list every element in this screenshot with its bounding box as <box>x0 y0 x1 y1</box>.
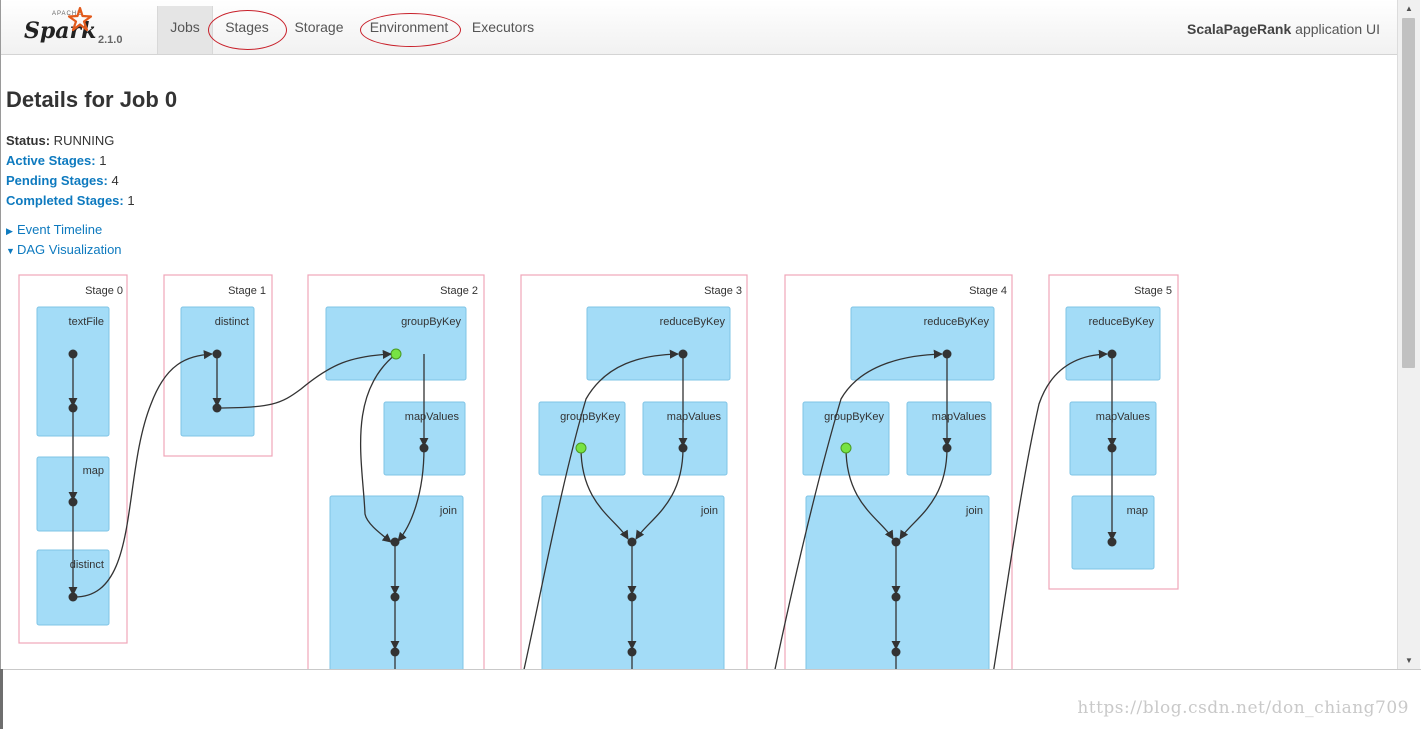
stage-5-op-reducebykey: reduceByKey <box>1089 316 1155 328</box>
summary-status: Status: RUNNING <box>6 133 115 148</box>
tab-environment[interactable]: Environment <box>369 19 449 35</box>
stage-0-op-distinct: distinct <box>70 559 104 571</box>
window-edge <box>0 669 3 729</box>
stage-3-cluster-groupbykey <box>538 401 626 476</box>
scrollbar-thumb[interactable] <box>1402 18 1415 368</box>
stage-5[interactable]: Stage 5 reduceByKey mapValues map <box>1048 274 1179 590</box>
stage-2-op-join: join <box>439 505 457 517</box>
stage-4-cluster-reducebykey <box>850 306 995 381</box>
stage-5-op-mapvalues: mapValues <box>1096 411 1151 423</box>
stage-3-op-join: join <box>700 505 718 517</box>
navbar: APACHE Spark 2.1.0 Jobs Stages Storage E… <box>1 0 1398 55</box>
stage-2-cluster-groupbykey <box>325 306 467 381</box>
spark-logo[interactable]: APACHE Spark 2.1.0 <box>21 6 131 50</box>
stage-4[interactable]: Stage 4 reduceByKey groupByKey mapValues… <box>784 274 1013 669</box>
stage-4-op-join: join <box>965 505 983 517</box>
spark-version: 2.1.0 <box>98 34 123 46</box>
stage-3-label: Stage 3 <box>704 285 742 297</box>
edge-into-stage5 <box>993 349 1108 669</box>
caret-right-icon: ▶ <box>6 226 13 236</box>
stage-5-cluster-reducebykey <box>1065 306 1161 381</box>
tab-stages[interactable]: Stages <box>225 19 269 35</box>
dag-visualization: Stage 0 textFile map distinct Stage 1 di… <box>18 274 1179 669</box>
stage-3-cluster-join <box>541 495 725 669</box>
summary-pending-stages[interactable]: Pending Stages: 4 <box>6 173 119 188</box>
stage-2[interactable]: Stage 2 groupByKey mapValues join <box>307 274 485 669</box>
edge-stage0-to-stage1 <box>72 350 213 598</box>
stage-5-op-map: map <box>1127 505 1148 517</box>
lower-blank-area <box>0 669 1421 730</box>
stage-0-op-map: map <box>83 465 104 477</box>
stage-1-label: Stage 1 <box>228 285 266 297</box>
app-title: ScalaPageRank application UI <box>1186 21 1380 37</box>
stage-4-op-reducebykey: reduceByKey <box>924 316 990 328</box>
stage-2-op-groupbykey: groupByKey <box>401 316 461 328</box>
stage-3-op-mapvalues: mapValues <box>667 411 722 423</box>
vertical-scrollbar[interactable]: ▲ ▼ <box>1397 0 1420 669</box>
event-timeline-toggle[interactable]: ▶Event Timeline <box>6 222 103 237</box>
stage-3-cluster-reducebykey <box>586 306 731 381</box>
browser-viewport: APACHE Spark 2.1.0 Jobs Stages Storage E… <box>0 0 1398 669</box>
tab-executors[interactable]: Executors <box>471 19 535 35</box>
stage-4-op-groupbykey: groupByKey <box>824 411 884 423</box>
stage-5-label: Stage 5 <box>1134 285 1172 297</box>
stage-3[interactable]: Stage 3 reduceByKey groupByKey mapValues… <box>520 274 748 669</box>
edge-stage1-to-stage2 <box>216 349 392 409</box>
stage-0-op-textfile: textFile <box>69 316 104 328</box>
spark-star-icon <box>67 6 93 32</box>
watermark: https://blog.csdn.net/don_chiang709 <box>1077 698 1409 718</box>
scroll-down-arrow-icon[interactable]: ▼ <box>1405 656 1413 665</box>
stage-1[interactable]: Stage 1 distinct <box>163 274 273 457</box>
tab-storage[interactable]: Storage <box>294 19 344 35</box>
stage-4-label: Stage 4 <box>969 285 1007 297</box>
stage-2-label: Stage 2 <box>440 285 478 297</box>
caret-down-icon: ▼ <box>6 246 15 256</box>
scroll-up-arrow-icon[interactable]: ▲ <box>1405 4 1413 13</box>
edge-into-stage3 <box>523 349 679 669</box>
dag-visualization-toggle[interactable]: ▼DAG Visualization <box>6 242 122 257</box>
stage-3-op-groupbykey: groupByKey <box>560 411 620 423</box>
stage-2-cluster-join <box>329 495 464 669</box>
edge-into-stage4 <box>774 349 943 669</box>
stage-4-cluster-join <box>805 495 990 669</box>
stage-2-op-mapvalues: mapValues <box>405 411 460 423</box>
stage-0-label: Stage 0 <box>85 285 123 297</box>
page-title: Details for Job 0 <box>6 87 178 112</box>
summary-completed-stages[interactable]: Completed Stages: 1 <box>6 193 135 208</box>
stage-4-op-mapvalues: mapValues <box>932 411 987 423</box>
stage-3-op-reducebykey: reduceByKey <box>660 316 726 328</box>
summary-active-stages[interactable]: Active Stages: 1 <box>6 153 107 168</box>
stage-0[interactable]: Stage 0 textFile map distinct <box>18 274 128 644</box>
logo-apache-text: APACHE <box>52 11 83 17</box>
stage-1-op-distinct: distinct <box>215 316 249 328</box>
tab-jobs[interactable]: Jobs <box>157 6 213 54</box>
